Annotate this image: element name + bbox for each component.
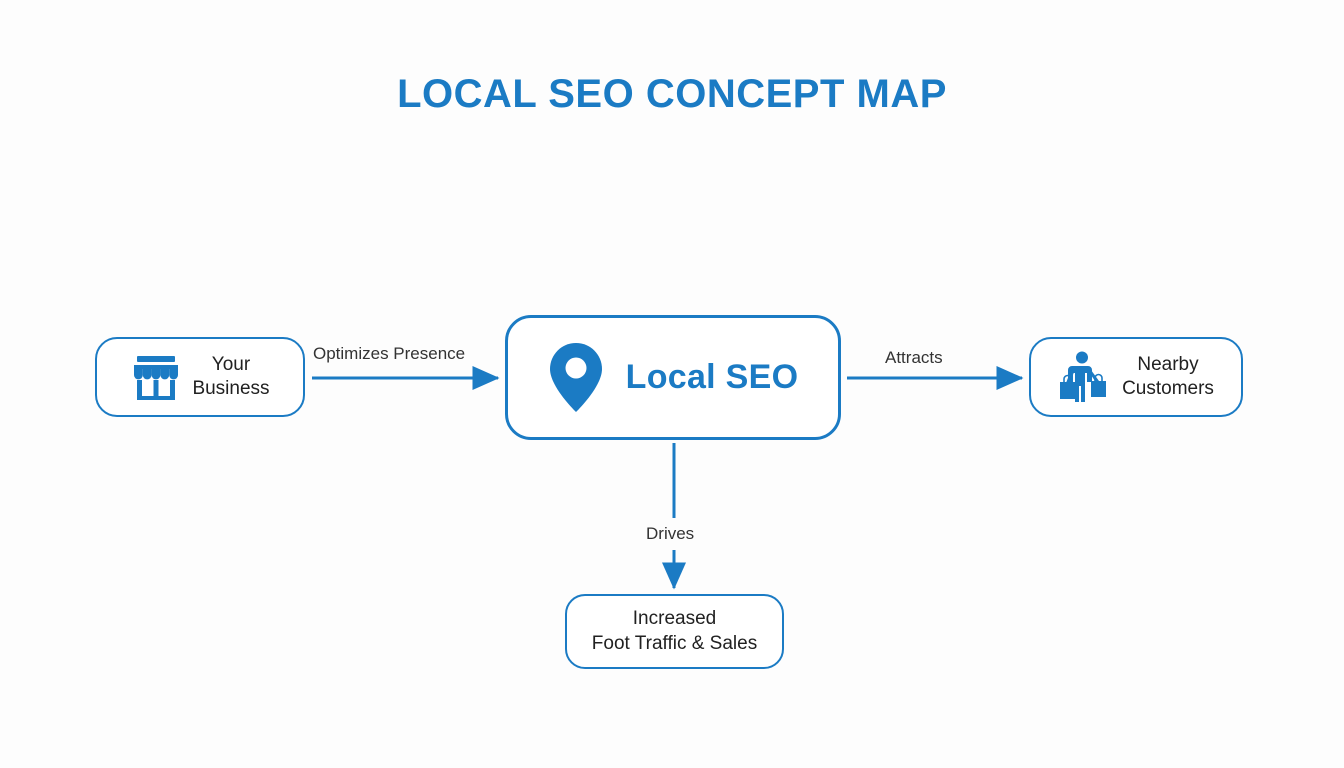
- page-title: LOCAL SEO CONCEPT MAP: [397, 72, 947, 116]
- edge-label-optimizes-presence: Optimizes Presence: [313, 344, 466, 363]
- node-label: Increased Foot Traffic & Sales: [591, 608, 758, 654]
- node-label: Local SEO: [625, 357, 799, 396]
- node-label: Nearby Customers: [1122, 353, 1214, 399]
- node-local-seo[interactable]: Local SEO: [505, 315, 841, 440]
- node-nearby-customers[interactable]: Nearby Customers: [1029, 337, 1243, 417]
- node-label: Your Business: [192, 353, 270, 399]
- node-increased-foot-traffic[interactable]: Increased Foot Traffic & Sales: [565, 594, 784, 669]
- storefront-icon: [134, 356, 179, 400]
- map-pin-icon: [549, 342, 602, 412]
- edge-label-drives: Drives: [646, 524, 695, 543]
- shopper-icon: [1060, 351, 1107, 402]
- edge-label-attracts: Attracts: [885, 348, 943, 367]
- node-your-business[interactable]: Your Business: [95, 337, 305, 417]
